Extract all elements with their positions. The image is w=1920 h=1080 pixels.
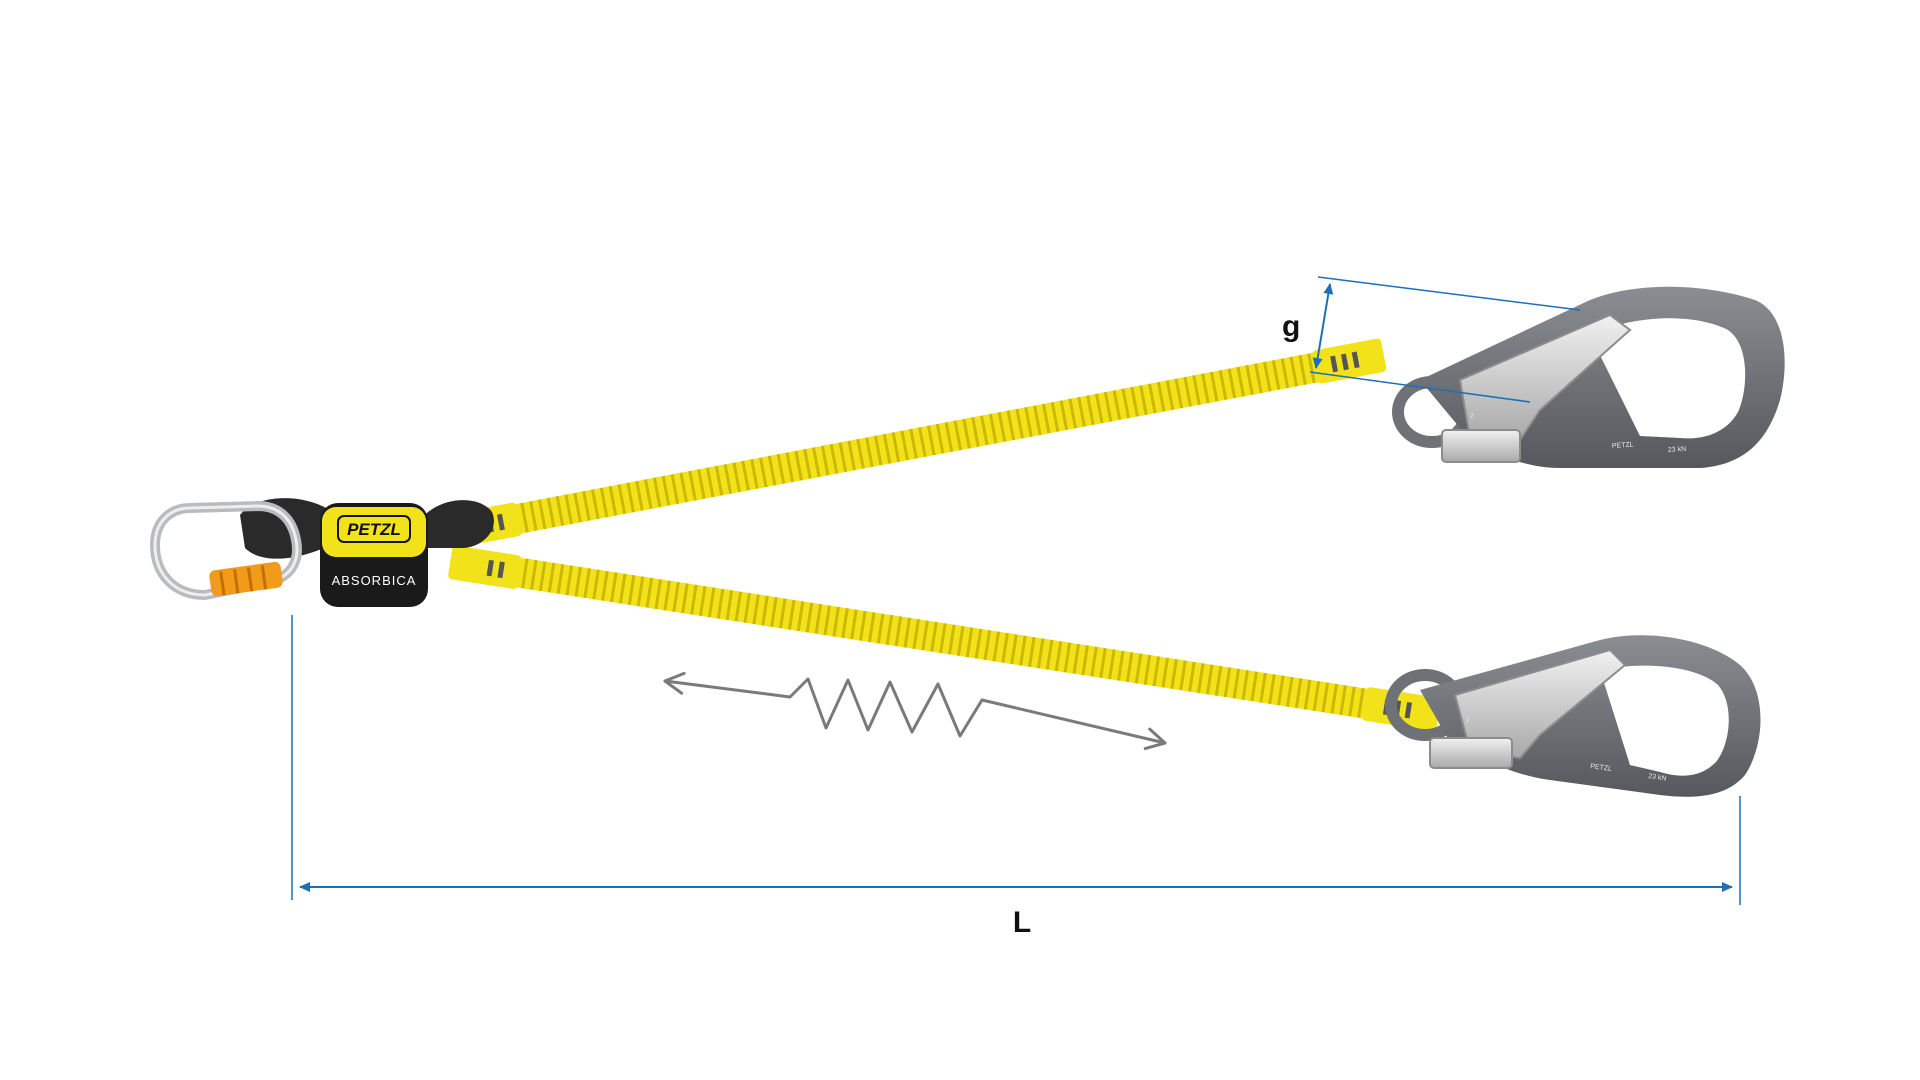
lower-stitch-mark: [497, 561, 505, 579]
gate-dimension-extension-line: [1309, 371, 1531, 403]
bottom-hook-throat: [1600, 665, 1729, 776]
zigzag-spring-arrow-icon: [663, 671, 1167, 751]
top-hook-gate-mark: 2: [1470, 413, 1474, 420]
bottom-hook-gate-lever: [1429, 737, 1513, 769]
energy-absorber-pouch: PETZL ABSORBICA: [320, 503, 428, 607]
lower-webbing-start-tab: [448, 545, 522, 589]
upper-stitch-mark: [1351, 351, 1360, 369]
gate-opening-label: g: [1282, 310, 1300, 343]
gate-dimension-extension-line: [1317, 276, 1581, 311]
black-connector-loop: [420, 500, 494, 548]
bottom-hook-brand: PETZL: [1590, 763, 1613, 773]
top-hook-brand: PETZL: [1612, 441, 1634, 450]
lower-lanyard-arm: [448, 545, 1441, 732]
double-headed-arrow-icon: [1312, 283, 1334, 369]
absorber-brand-label: PETZL: [347, 520, 401, 539]
lower-elastic-webbing: [468, 551, 1376, 719]
upper-lanyard-arm: [447, 338, 1387, 548]
black-connector-loop: [240, 498, 330, 559]
top-large-hook: 2 PETZL 23 kN: [1392, 286, 1785, 468]
bottom-hook-gate-mark: 2: [1466, 717, 1470, 724]
lower-stitch-mark: [1404, 701, 1413, 719]
lower-stitch-mark: [486, 559, 494, 577]
upper-stitch-mark: [496, 513, 505, 531]
top-hook-throat: [1590, 318, 1746, 439]
upper-elastic-webbing: [468, 351, 1329, 542]
gate-opening-dimension: g: [1282, 276, 1581, 403]
bottom-hook-rating: 23 kN: [1648, 773, 1667, 782]
top-hook-gate-lever: [1441, 429, 1521, 463]
absorber-model-label: ABSORBICA: [332, 573, 417, 588]
locking-sleeve-icon: [209, 561, 283, 597]
upper-stitch-mark: [1340, 353, 1349, 371]
length-dimension: L: [291, 615, 1741, 939]
top-hook-rating: 23 kN: [1668, 446, 1687, 454]
bottom-large-hook: 2 PETZL 23 kN: [1385, 635, 1761, 797]
lower-webbing-end-tab: [1362, 687, 1441, 732]
attachment-end: PETZL ABSORBICA: [150, 498, 494, 607]
length-label: L: [1013, 906, 1031, 939]
